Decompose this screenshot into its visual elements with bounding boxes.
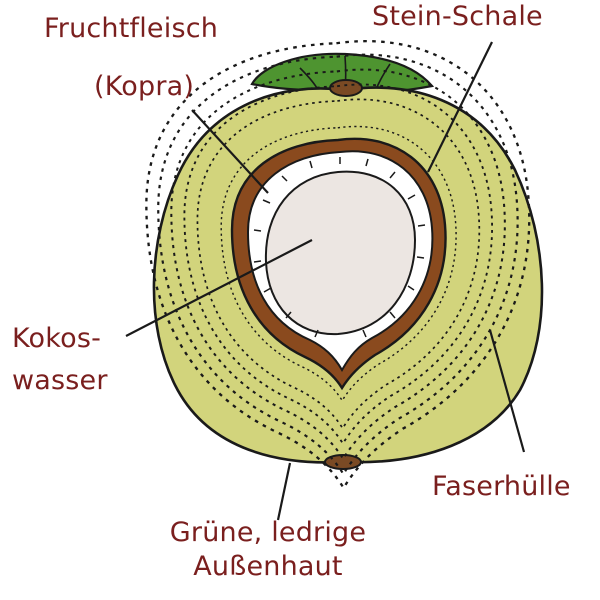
coconut-water-cavity [264, 170, 417, 336]
label-fruchtfleisch-line2: (Kopra) [94, 71, 195, 102]
leader-kokoswasser [125, 239, 313, 337]
leader-fruchtfleisch [191, 109, 269, 194]
label-aussenhaut: Grüne, ledrige Außenhaut [148, 516, 388, 584]
label-faserhuelle: Faserhülle [432, 471, 571, 502]
label-fruchtfleisch: Fruchtfleisch [44, 12, 218, 46]
label-kokoswasser-line1: Kokos- [12, 323, 102, 354]
label-aussenhaut-line1: Grüne, ledrige [169, 517, 367, 548]
label-kokoswasser: Kokos- wasser [12, 322, 108, 398]
leader-stein-schale [427, 41, 493, 173]
leader-aussenhaut [276, 462, 292, 521]
label-aussenhaut-line2: Außenhaut [193, 551, 343, 582]
copra-ticks [253, 157, 426, 338]
leader-lines [125, 41, 526, 521]
label-fruchtfleisch-line1: Fruchtfleisch [44, 13, 219, 44]
label-kopra: (Kopra) [94, 70, 194, 104]
label-stein-schale: Stein-Schale [372, 1, 543, 32]
label-kokoswasser-line2: wasser [12, 365, 108, 396]
tip-knob-bottom [324, 454, 362, 470]
fiber-ring-lines [145, 40, 531, 489]
leader-faserhuelle [488, 329, 526, 453]
stalk-knob-top [329, 79, 363, 97]
